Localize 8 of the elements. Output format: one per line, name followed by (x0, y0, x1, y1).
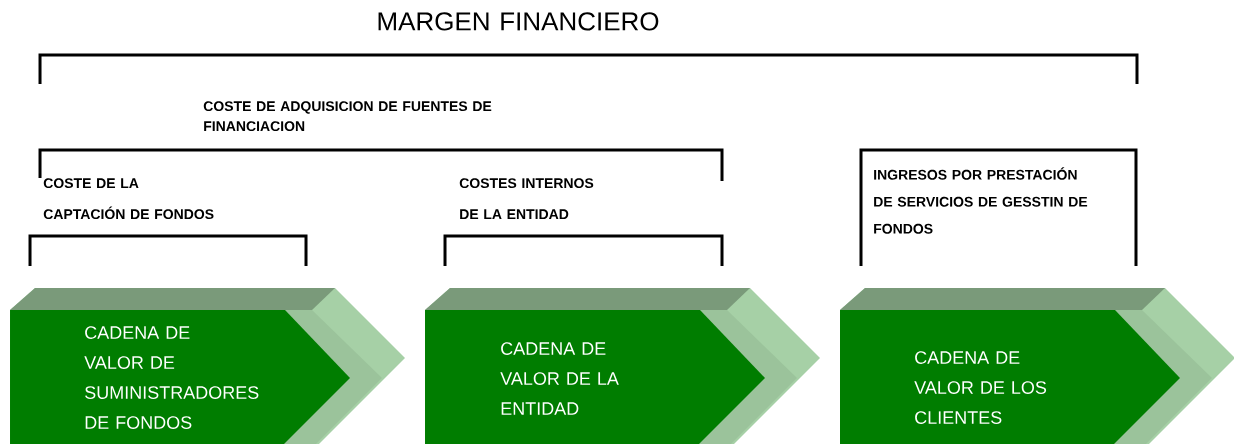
chevron-banner: CADENA DE VALOR DE LOS CLIENTES (840, 288, 1234, 444)
chevron-banner: CADENA DE VALOR DE SUMINISTRADORES DE FONDOS (10, 288, 405, 444)
bracket-label: MARGEN FINANCIERO (378, 12, 659, 31)
chevron-banner: CADENA DE VALOR DE LA ENTIDAD (425, 288, 820, 444)
bracket-label: COSTES INTERNOS DE LA ENTIDAD (459, 178, 594, 219)
bracket-label: COSTE DE LA CAPTACIÓN DE FONDOS (43, 178, 214, 220)
bracket-label: COSTE DE ADQUISICION DE FUENTES DE FINANCIACION (203, 101, 492, 132)
bracket-label: INGRESOS POR PRESTACIÓN DE SERVICIOS DE GESSTIN DE FONDOS (874, 167, 1088, 234)
